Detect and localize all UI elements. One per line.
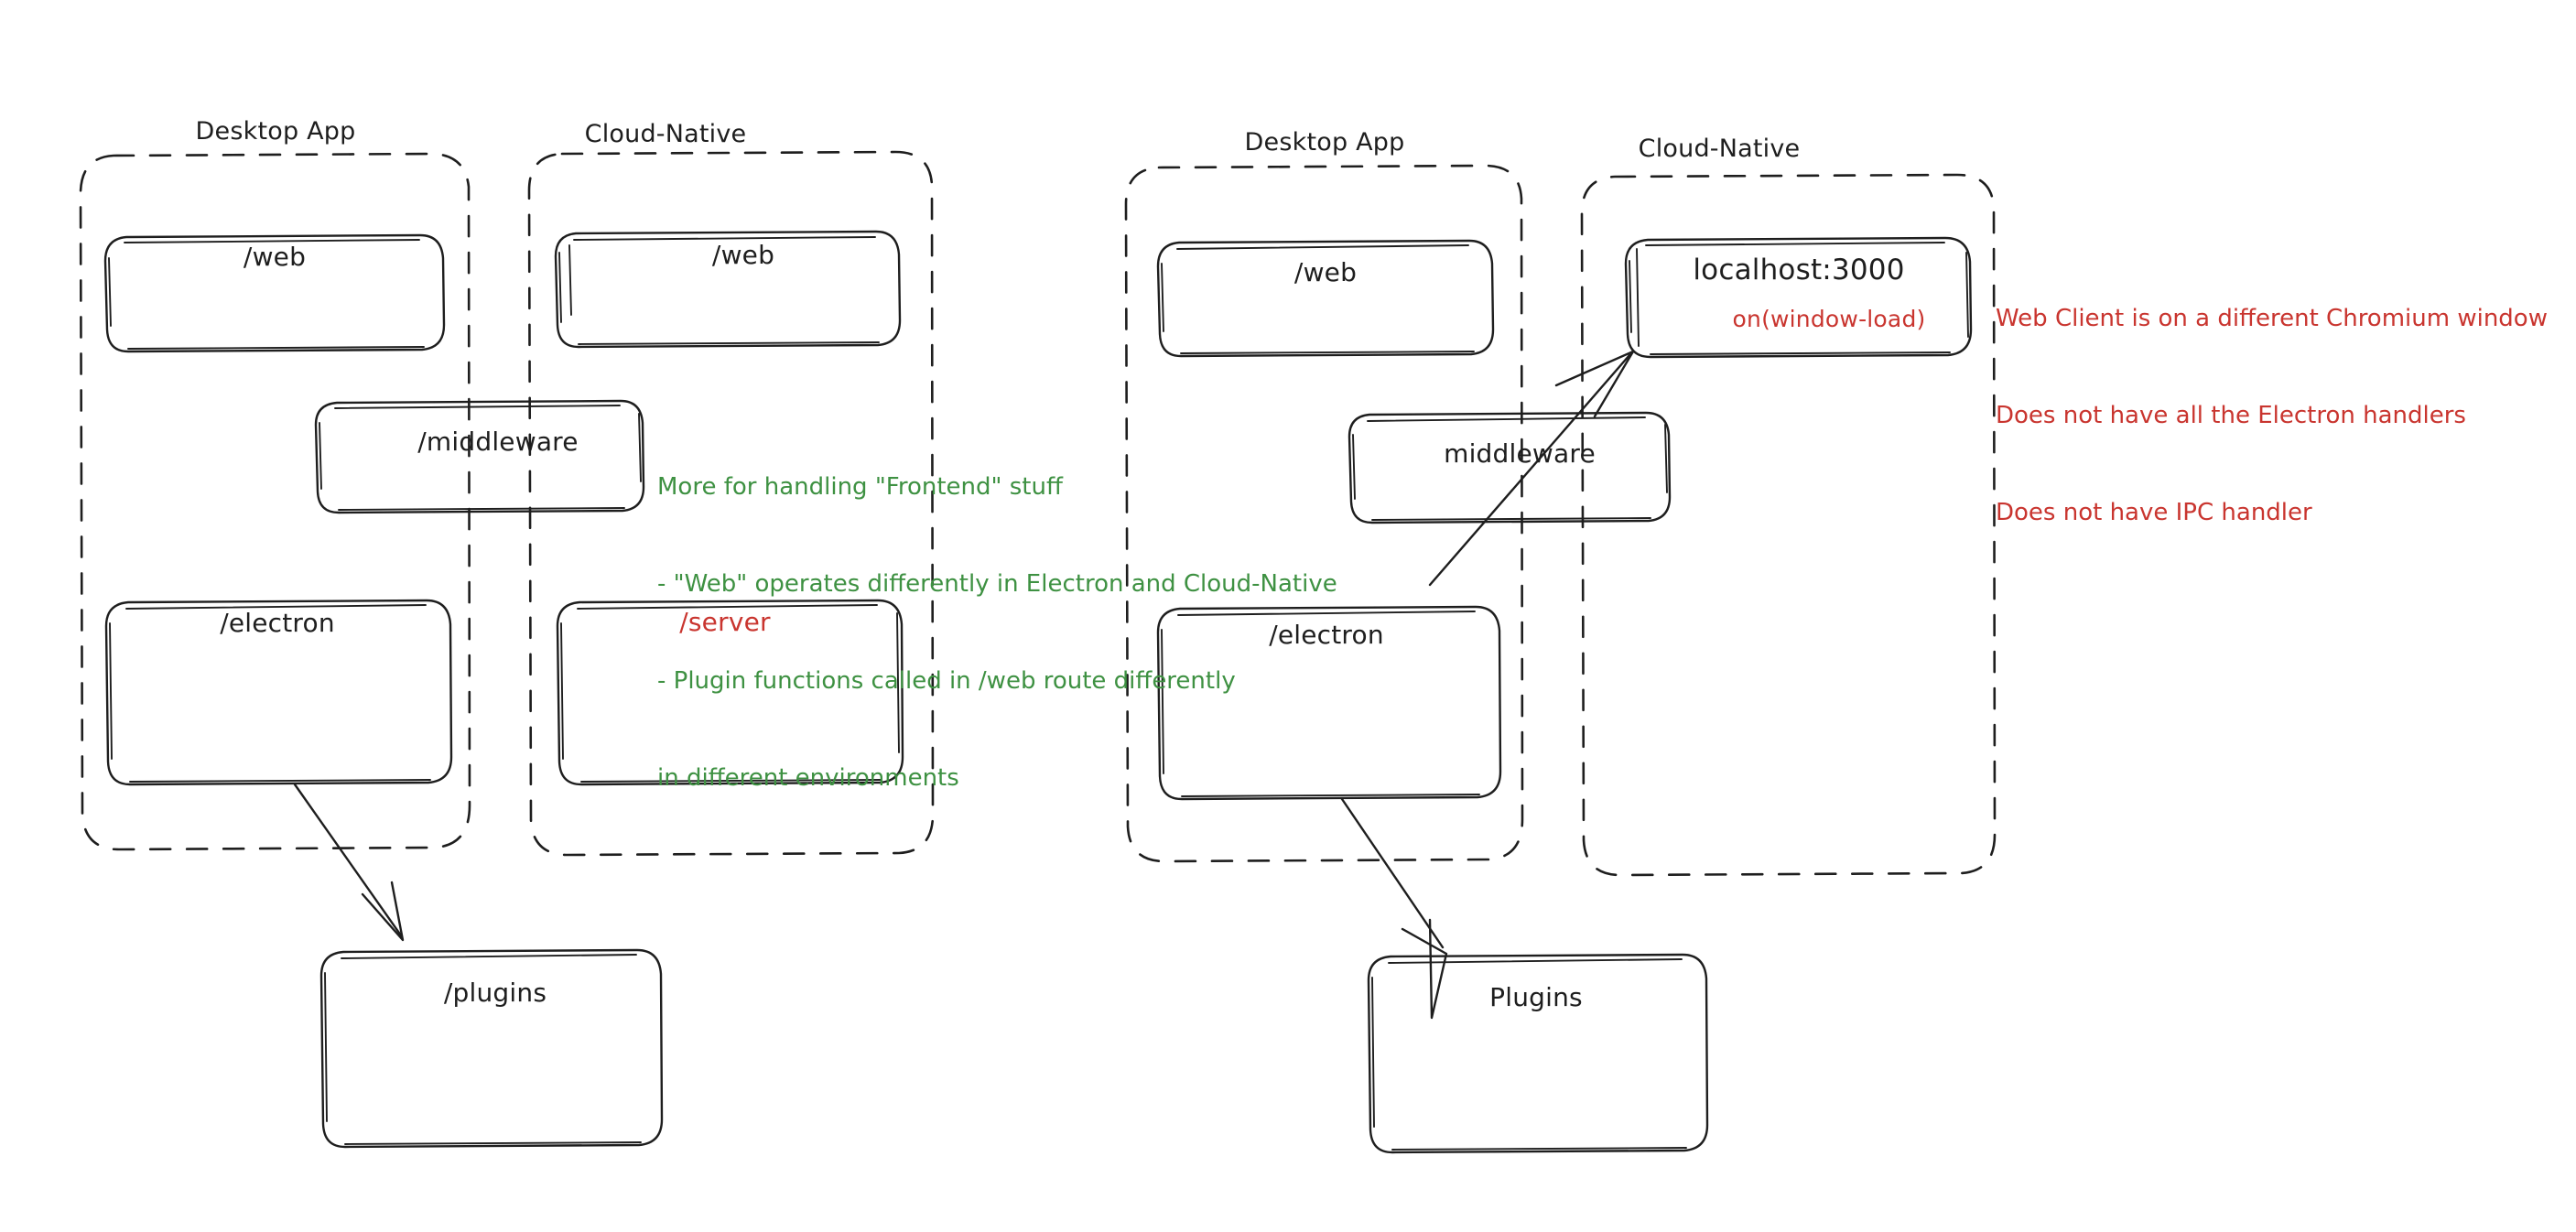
note-green-line-1: More for handling "Frontend" stuff xyxy=(657,472,1063,501)
note-green-line-3: - Plugin functions called in /web route … xyxy=(657,666,1236,695)
note-red-line-2: Does not have all the Electron handlers xyxy=(1996,401,2466,429)
note-green-line-2: - "Web" operates differently in Electron… xyxy=(657,569,1337,598)
box-label-right-middleware: middleware xyxy=(1444,438,1596,469)
note-red-web-client: Web Client is on a different Chromium wi… xyxy=(1996,238,2548,594)
note-red-line-3: Does not have IPC handler xyxy=(1996,498,2312,526)
box-label-right-plugins: Plugins xyxy=(1489,982,1583,1012)
box-sublabel-right-localhost-onwindowload: on(window-load) xyxy=(1732,306,1926,332)
box-label-right-localhost: localhost:3000 xyxy=(1693,254,1905,286)
box-label-left-cloud-web: /web xyxy=(711,240,775,270)
group-title-left-desktop-app: Desktop App xyxy=(195,117,356,146)
note-green-line-4: in different environments xyxy=(657,763,959,792)
note-red-line-1: Web Client is on a different Chromium wi… xyxy=(1996,304,2548,332)
box-label-left-plugins: /plugins xyxy=(443,978,547,1008)
box-label-left-desktop-web: /web xyxy=(243,242,307,272)
group-title-right-cloud-native: Cloud-Native xyxy=(1638,135,1801,163)
note-green-frontend: More for handling "Frontend" stuff - "We… xyxy=(657,406,1337,859)
arrow-right-electron-to-plugins xyxy=(1340,797,1448,1020)
box-label-left-electron: /electron xyxy=(220,608,335,638)
box-label-right-electron: /electron xyxy=(1269,620,1384,650)
box-label-left-server: /server xyxy=(679,607,771,637)
group-title-left-cloud-native: Cloud-Native xyxy=(584,120,747,148)
box-label-right-desktop-web: /web xyxy=(1293,257,1358,287)
arrow-left-electron-to-plugins xyxy=(293,783,405,942)
group-title-right-desktop-app: Desktop App xyxy=(1244,128,1405,157)
box-label-left-middleware: /middleware xyxy=(417,427,579,457)
